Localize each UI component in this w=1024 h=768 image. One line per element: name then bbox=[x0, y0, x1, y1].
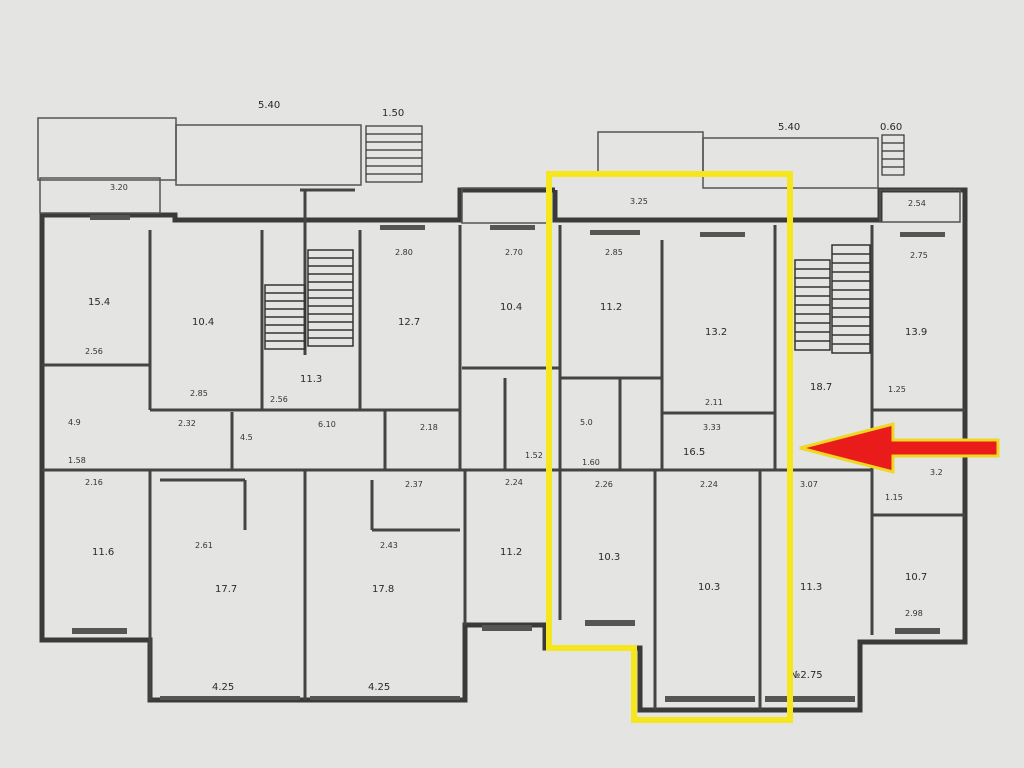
dim-top-right: 5.40 bbox=[778, 122, 800, 133]
dim-bottom-left-b: 4.25 bbox=[368, 682, 390, 693]
dim-right-bot1: 3.07 bbox=[800, 480, 818, 489]
dim-small-a: 3.20 bbox=[110, 183, 128, 192]
loggia-right bbox=[879, 189, 961, 223]
dim-corr-j: 2.37 bbox=[405, 480, 423, 489]
dim-corr-e: 2.18 bbox=[420, 423, 438, 432]
dimension-labels: 5.40 1.50 5.40 0.60 4.25 4.25 №2.75 2.56… bbox=[68, 100, 928, 693]
balcony-left-2 bbox=[175, 124, 362, 186]
dim-stair-left: 1.50 bbox=[382, 108, 404, 119]
dim-corr-b: 1.60 bbox=[582, 458, 600, 467]
dim-mid-bot: 2.24 bbox=[505, 478, 523, 487]
dim-corr-d: 3.33 bbox=[703, 423, 721, 432]
room-area: 12.7 bbox=[398, 317, 420, 328]
dim-left-r2: 2.85 bbox=[190, 389, 208, 398]
dim-corr-g: 1.15 bbox=[885, 493, 903, 502]
room-area: 3.2 bbox=[930, 468, 943, 477]
dim-left-bot3: 2.43 bbox=[380, 541, 398, 550]
dim-right-bot2: 2.98 bbox=[905, 609, 923, 618]
room-area: 17.7 bbox=[215, 584, 237, 595]
room-area: 13.9 bbox=[905, 327, 927, 338]
dim-stair-right: 0.60 bbox=[880, 122, 902, 133]
room-area: 11.3 bbox=[300, 374, 322, 385]
room-area: 16.5 bbox=[683, 447, 705, 458]
dim-corr-c: 1.52 bbox=[525, 451, 543, 460]
balconies bbox=[37, 117, 961, 224]
room-area: 4.9 bbox=[68, 418, 81, 427]
room-area: 5.0 bbox=[580, 418, 593, 427]
room-area: 10.3 bbox=[598, 552, 620, 563]
room-area: 18.7 bbox=[810, 382, 832, 393]
room-area: 10.7 bbox=[905, 572, 927, 583]
windows bbox=[72, 215, 945, 702]
dim-corr-f: 1.25 bbox=[888, 385, 906, 394]
dim-small-c: 3.25 bbox=[630, 197, 648, 206]
dim-sel-bot2: 2.24 bbox=[700, 480, 718, 489]
dim-left-bot2: 2.61 bbox=[195, 541, 213, 550]
room-area: 10.4 bbox=[192, 317, 214, 328]
room-area: 11.2 bbox=[500, 547, 522, 558]
room-labels: 15.4 10.4 12.7 10.4 11.2 13.2 13.9 18.7 … bbox=[68, 297, 943, 595]
stair-frame bbox=[881, 134, 905, 176]
dim-mid-r: 2.80 bbox=[395, 248, 413, 257]
stair-frame bbox=[365, 125, 423, 183]
dim-corr-h: 6.10 bbox=[318, 420, 336, 429]
room-area: 4.5 bbox=[240, 433, 253, 442]
dim-left-r1: 2.56 bbox=[85, 347, 103, 356]
dim-mid-r2: 2.70 bbox=[505, 248, 523, 257]
dim-sel-r2: 2.11 bbox=[705, 398, 723, 407]
room-area: 10.4 bbox=[500, 302, 522, 313]
dim-small-d: 2.54 bbox=[908, 199, 926, 208]
staircase-left bbox=[264, 249, 354, 350]
dim-left-bot1: 2.16 bbox=[85, 478, 103, 487]
staircase-right bbox=[794, 244, 871, 354]
note-label: №2.75 bbox=[790, 670, 823, 681]
dim-corr-i: 2.32 bbox=[178, 419, 196, 428]
room-area: 13.2 bbox=[705, 327, 727, 338]
arrow-icon bbox=[799, 422, 1000, 474]
dim-bottom-left-a: 4.25 bbox=[212, 682, 234, 693]
dim-corr-a: 1.58 bbox=[68, 456, 86, 465]
room-area: 11.2 bbox=[600, 302, 622, 313]
dim-small-b: 2.56 bbox=[270, 395, 288, 404]
outer-wall-top-left bbox=[39, 187, 555, 230]
pointer-arrow bbox=[799, 422, 1000, 474]
room-area: 11.6 bbox=[92, 547, 114, 558]
staircase-top bbox=[365, 125, 905, 183]
interior-walls bbox=[42, 188, 965, 710]
room-area: 15.4 bbox=[88, 297, 110, 308]
room-area: 10.3 bbox=[698, 582, 720, 593]
dim-top-left: 5.40 bbox=[258, 100, 280, 111]
dim-sel-r1: 2.85 bbox=[605, 248, 623, 257]
dim-right-r1: 2.75 bbox=[910, 251, 928, 260]
selected-apartment-highlight bbox=[546, 171, 793, 723]
room-area: 11.3 bbox=[800, 582, 822, 593]
loggia-left bbox=[39, 177, 161, 214]
room-area: 17.8 bbox=[372, 584, 394, 595]
dim-sel-bot1: 2.26 bbox=[595, 480, 613, 489]
